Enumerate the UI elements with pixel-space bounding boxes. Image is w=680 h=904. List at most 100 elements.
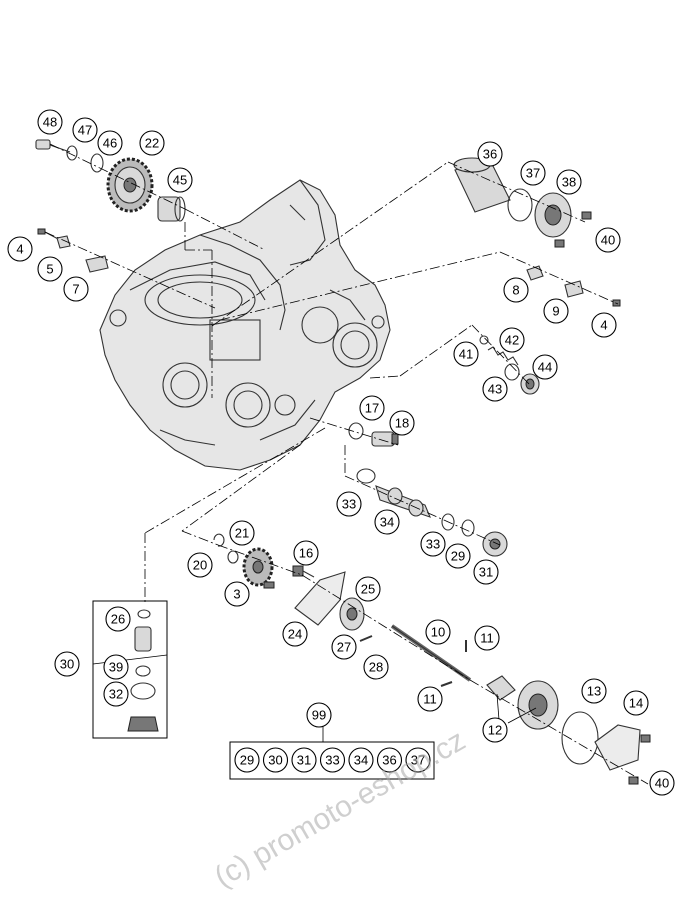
callout-circle: [499, 327, 525, 353]
callout-number: 22: [145, 136, 159, 151]
callout-circle: [54, 651, 80, 677]
callout-circle: [417, 686, 443, 712]
callout-14: 14: [623, 690, 649, 716]
gasket-part-7: [85, 255, 109, 273]
screw-part-40-top: [554, 211, 592, 248]
washer-part-46: [90, 153, 104, 173]
plate-part-5: [56, 235, 71, 249]
callout-number: 3: [233, 587, 240, 602]
callout-circle: [595, 227, 621, 253]
callout-circle: [7, 236, 33, 262]
callout-40: 40: [595, 227, 621, 253]
cover-plate-part-24: [294, 571, 346, 626]
callout-circle: [167, 167, 193, 193]
callout-number: 34: [354, 753, 368, 768]
callout-number: 32: [109, 687, 123, 702]
callout-number: 27: [337, 640, 351, 655]
gasket-part-9: [564, 280, 584, 298]
callout-33: 33: [336, 491, 362, 517]
callout-circle: [293, 540, 319, 566]
callout-11: 11: [417, 686, 443, 712]
callout-number: 43: [488, 382, 502, 397]
callout-circle: [445, 543, 471, 569]
shaft-part-10: [390, 624, 472, 682]
callout-number: 26: [111, 612, 125, 627]
screw-part-40-a: [640, 734, 651, 743]
gear-part-22: [106, 157, 154, 213]
callout-34: 34: [374, 509, 400, 535]
callout-41: 41: [453, 341, 479, 367]
filter-cover-part-38: [534, 192, 572, 238]
callout-48: 48: [37, 109, 63, 135]
callout-16: 16: [293, 540, 319, 566]
callout-circle: [405, 747, 431, 773]
callout-circle: [234, 747, 260, 773]
callout-4: 4: [591, 312, 617, 338]
callout-21: 21: [229, 520, 255, 546]
callout-25: 25: [355, 576, 381, 602]
callout-circle: [355, 576, 381, 602]
kit-99-item-34: 34: [348, 747, 374, 773]
callout-circle: [139, 130, 165, 156]
callout-9: 9: [543, 298, 569, 324]
callout-43: 43: [482, 376, 508, 402]
callout-number: 21: [235, 526, 249, 541]
callout-circle: [306, 702, 332, 728]
circlip-part-20: [213, 533, 225, 547]
callout-number: 9: [552, 304, 559, 319]
screw-part-3: [263, 581, 275, 589]
callout-number: 42: [505, 333, 519, 348]
kit-99-item-31: 31: [291, 747, 317, 773]
callout-28: 28: [363, 654, 389, 680]
screw-part-40-b: [628, 776, 639, 785]
callout-number: 37: [411, 753, 425, 768]
pin-part-11-lower: [440, 681, 453, 687]
callout-20: 20: [187, 552, 213, 578]
callout-38: 38: [556, 169, 582, 195]
callout-circle: [72, 117, 98, 143]
callout-circle: [63, 276, 89, 302]
callout-31: 31: [473, 559, 499, 585]
callout-17: 17: [359, 395, 385, 421]
callout-number: 37: [526, 166, 540, 181]
callout-circle: [37, 109, 63, 135]
ring-part-17: [348, 422, 364, 440]
callout-number: 18: [395, 416, 409, 431]
gear-part-3: [242, 547, 274, 587]
kit-99-item-33: 33: [319, 747, 346, 773]
callout-22: 22: [139, 130, 165, 156]
callout-10: 10: [425, 619, 451, 645]
kit-99-item-29: 29: [234, 747, 260, 773]
callout-37: 37: [520, 160, 546, 186]
callout-circle: [103, 681, 129, 707]
o-ring-part-13: [561, 711, 599, 765]
plate-part-8: [526, 265, 544, 281]
callout-circle: [482, 376, 508, 402]
sleeve-part-45: [157, 196, 186, 222]
callout-circle: [105, 606, 131, 632]
callout-circle: [482, 717, 508, 743]
callout-circle: [229, 520, 255, 546]
plug-part-18: [371, 431, 399, 447]
washer-part-21: [227, 550, 239, 564]
callout-number: 31: [479, 565, 493, 580]
cap-part-31: [482, 531, 508, 557]
pump-cover-part-14: [594, 724, 641, 771]
callout-circle: [319, 747, 346, 773]
callout-number: 25: [361, 582, 375, 597]
spring-part-42: [487, 346, 519, 366]
callout-11: 11: [474, 625, 500, 651]
circlip-part-47: [66, 145, 78, 161]
callout-circle: [262, 747, 289, 773]
o-ring-part-37: [507, 188, 533, 222]
callout-number: 45: [173, 173, 187, 188]
pump-rotor-part-12: [486, 675, 559, 730]
callout-circle: [376, 747, 403, 773]
callout-number: 17: [365, 401, 379, 416]
callout-number: 14: [629, 696, 643, 711]
callout-number: 41: [459, 347, 473, 362]
callout-number: 5: [46, 262, 53, 277]
callout-number: 11: [480, 631, 494, 646]
